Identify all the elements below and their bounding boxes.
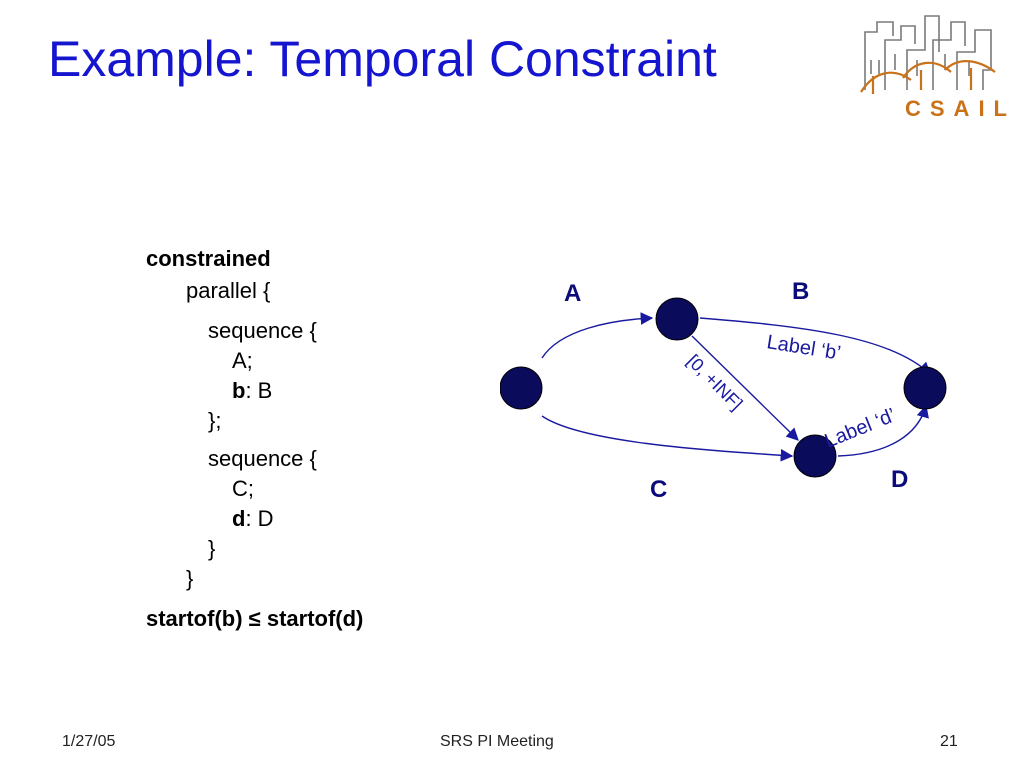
code-parallel-close: } bbox=[186, 566, 194, 591]
code-seq2-c: C; bbox=[232, 476, 254, 501]
code-seq2-d-label: d bbox=[232, 506, 246, 531]
node-start bbox=[500, 366, 543, 410]
code-seq1-close: }; bbox=[208, 408, 222, 433]
diagram-label-d: D bbox=[891, 466, 908, 493]
diagram-label-b: B bbox=[792, 278, 809, 305]
edge-start-to-b bbox=[541, 312, 654, 359]
edge-b-to-d-constraint bbox=[691, 335, 799, 441]
csail-logo-icon bbox=[860, 15, 996, 94]
temporal-network-diagram: A B C D Label ‘b’ Label ‘d’ [0, +INF] bbox=[500, 278, 947, 503]
code-seq1-a: A; bbox=[232, 348, 253, 373]
code-seq2-d-rest: : D bbox=[245, 506, 274, 531]
code-seq2-d: d: D bbox=[232, 506, 274, 532]
code-seq1-b: b: B bbox=[232, 378, 272, 404]
diagram-label-a: A bbox=[564, 280, 581, 307]
node-d bbox=[793, 434, 837, 478]
footer-date: 1/27/05 bbox=[62, 733, 116, 750]
edge-b-to-end bbox=[699, 317, 931, 375]
code-seq1-b-rest: : B bbox=[245, 378, 273, 403]
code-seq2-close: } bbox=[208, 536, 216, 561]
node-end bbox=[903, 366, 947, 410]
edge-label-d: Label ‘d’ bbox=[822, 404, 899, 452]
code-keyword-constrained: constrained bbox=[146, 246, 271, 271]
diagram-label-c: C bbox=[650, 476, 667, 503]
edge-label-b: Label ‘b’ bbox=[765, 331, 842, 364]
footer-meeting: SRS PI Meeting bbox=[440, 733, 554, 750]
code-seq1-b-label: b bbox=[232, 378, 246, 403]
footer-page-number: 21 bbox=[940, 733, 958, 750]
node-b bbox=[655, 297, 699, 341]
code-seq2-open: sequence { bbox=[208, 446, 317, 471]
code-constraint: startof(b) ≤ startof(d) bbox=[146, 606, 364, 631]
code-parallel-open: parallel { bbox=[186, 278, 271, 303]
edge-start-to-d bbox=[541, 415, 794, 462]
slide-title: Example: Temporal Constraint bbox=[48, 31, 717, 87]
csail-logo-text: CSAIL bbox=[905, 96, 1016, 121]
code-seq1-open: sequence { bbox=[208, 318, 317, 343]
edge-d-to-end bbox=[837, 404, 929, 457]
constraint-label: [0, +INF] bbox=[683, 351, 746, 414]
